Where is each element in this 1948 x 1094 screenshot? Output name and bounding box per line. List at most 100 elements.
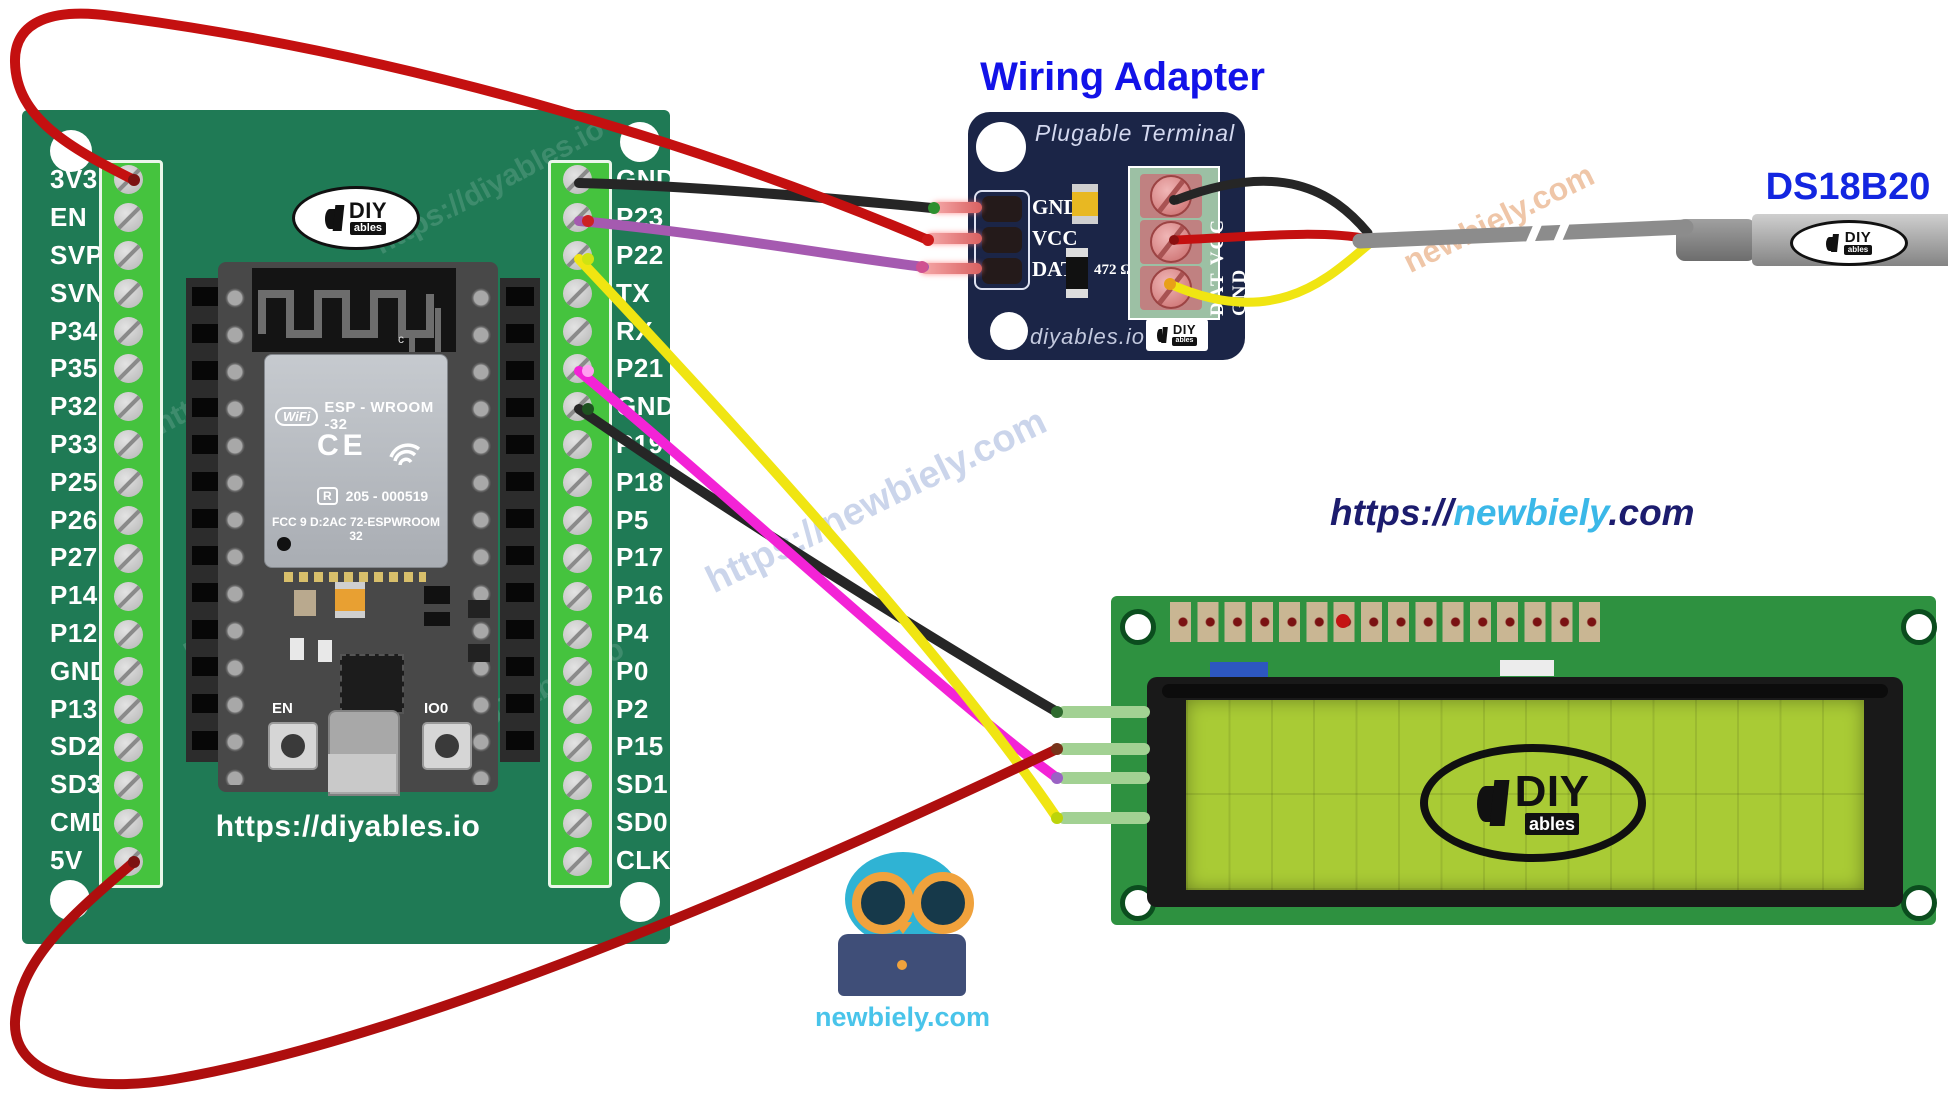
mounting-hole — [620, 122, 660, 162]
terminal-screw — [563, 846, 592, 876]
terminal-screw — [563, 505, 592, 535]
adapter-pin-stub — [926, 233, 982, 244]
adapter-pin-stub — [932, 202, 982, 213]
wifi-arcs-icon — [389, 443, 421, 466]
io0-button-label: IO0 — [424, 700, 449, 717]
terminal-screw — [563, 354, 592, 384]
module-name: ESP - WROOM -32 — [324, 399, 434, 433]
ce-mark: CE — [317, 429, 367, 462]
lcd-wire-stub — [1058, 812, 1150, 824]
terminal-screw — [114, 392, 143, 422]
terminal-screw — [563, 316, 592, 346]
pin-label: P23 — [616, 202, 664, 233]
led-component — [1072, 184, 1098, 224]
diy-logo-text: DIY — [1172, 322, 1197, 338]
solder-pads — [284, 572, 426, 582]
terminal-screw — [563, 543, 592, 573]
pin-label: RX — [616, 315, 654, 346]
pin-label: P25 — [50, 466, 98, 497]
diy-logo-sub: ables — [349, 221, 387, 236]
chip-component — [424, 612, 450, 626]
lcd-wire-stub — [1058, 743, 1150, 755]
fcc-line: FCC 9 D:2AC 72-ESPWROOM 32 — [271, 515, 441, 543]
pin-label: P34 — [50, 315, 98, 346]
en-button — [268, 722, 318, 770]
pin-label: P33 — [50, 428, 98, 459]
antenna-zone: c — [252, 268, 456, 352]
lcd-pin1-marker — [1336, 614, 1350, 628]
terminal-screw — [114, 695, 143, 725]
diyables-url-text: https://diyables.io — [215, 810, 481, 843]
terminal-screw — [114, 316, 143, 346]
diy-logo-text: DIY — [1844, 228, 1872, 246]
owl-laptop-dot — [897, 960, 907, 970]
terminal-screw — [563, 468, 592, 497]
diyables-logo: DIY ables — [1790, 220, 1908, 266]
terminal-screw — [114, 771, 143, 800]
pin-label: P21 — [616, 353, 664, 384]
terminal-screw — [114, 240, 143, 270]
terminal-screw — [1150, 267, 1192, 309]
diyables-logo: DIY ables — [292, 186, 420, 250]
chip-component — [318, 640, 332, 662]
resistor-component — [1066, 248, 1088, 298]
diy-logo-text: DIY — [1514, 766, 1590, 816]
diy-logo-icon — [1476, 780, 1511, 826]
terminal-screw — [563, 430, 592, 460]
watermark: https://newbiely.com — [699, 400, 1054, 602]
esp-wroom32-module: c WiFi ESP - WROOM -32 CE R 205 - 000519… — [218, 262, 498, 796]
adapter-gnd-label: GND — [1032, 195, 1079, 219]
terminal-cell — [1140, 220, 1202, 264]
diy-logo-sub: ables — [1171, 336, 1198, 346]
pin-header-strip — [500, 278, 540, 762]
lcd-pin-row — [1170, 602, 1606, 642]
terminal-screw — [563, 278, 592, 308]
terminal-screw — [114, 202, 143, 232]
pin-label: P26 — [50, 504, 98, 535]
terminal-screw — [563, 240, 592, 270]
mounting-hole — [1120, 609, 1156, 645]
terminal-screw — [114, 430, 143, 460]
terminal-screw — [114, 846, 143, 876]
plugable-terminal-label: Plugable Terminal — [1034, 120, 1236, 146]
module-pads — [222, 280, 248, 785]
header-socket — [982, 196, 1022, 222]
diy-logo-sub: ables — [1524, 812, 1579, 836]
lcd-white-component — [1500, 660, 1554, 676]
terminal-cell — [1140, 266, 1202, 310]
chip-component — [424, 586, 450, 604]
lcd1602-display: DIY ables — [1111, 596, 1937, 925]
pin-label: P4 — [616, 617, 649, 648]
watermark: newbiely.com — [1397, 156, 1600, 280]
header-socket — [982, 227, 1022, 253]
header-socket — [982, 258, 1022, 284]
lcd-wire-stub — [1058, 772, 1150, 784]
chip-component — [468, 600, 490, 618]
io0-button — [422, 722, 472, 770]
owl-eye-icon — [912, 872, 974, 934]
terminal-screw — [114, 733, 143, 763]
terminal-screw — [114, 278, 143, 308]
pin-label: SD0 — [616, 806, 669, 837]
adapter-footer-url: diyables.io — [1030, 324, 1145, 349]
chip-component — [468, 644, 490, 662]
terminal-screw — [563, 733, 592, 763]
terminal-screw — [563, 619, 592, 649]
antenna-meander-icon — [258, 290, 441, 352]
terminal-screw — [563, 657, 592, 687]
pin-label: P22 — [616, 239, 664, 270]
lcd-wire-stub — [1058, 706, 1150, 718]
pin-label: SD1 — [616, 769, 669, 800]
diy-logo-sub: ables — [1843, 245, 1873, 256]
terminal-cell — [1140, 174, 1202, 218]
usb-connector-face — [328, 754, 396, 792]
sensor-cable-connector — [1676, 219, 1756, 261]
pin-label: CLK — [616, 844, 670, 875]
terminal-screw — [114, 468, 143, 497]
chip-component — [294, 590, 316, 616]
terminal-screw — [563, 695, 592, 725]
pin-label: P5 — [616, 504, 649, 535]
pin-label: P19 — [616, 428, 664, 459]
